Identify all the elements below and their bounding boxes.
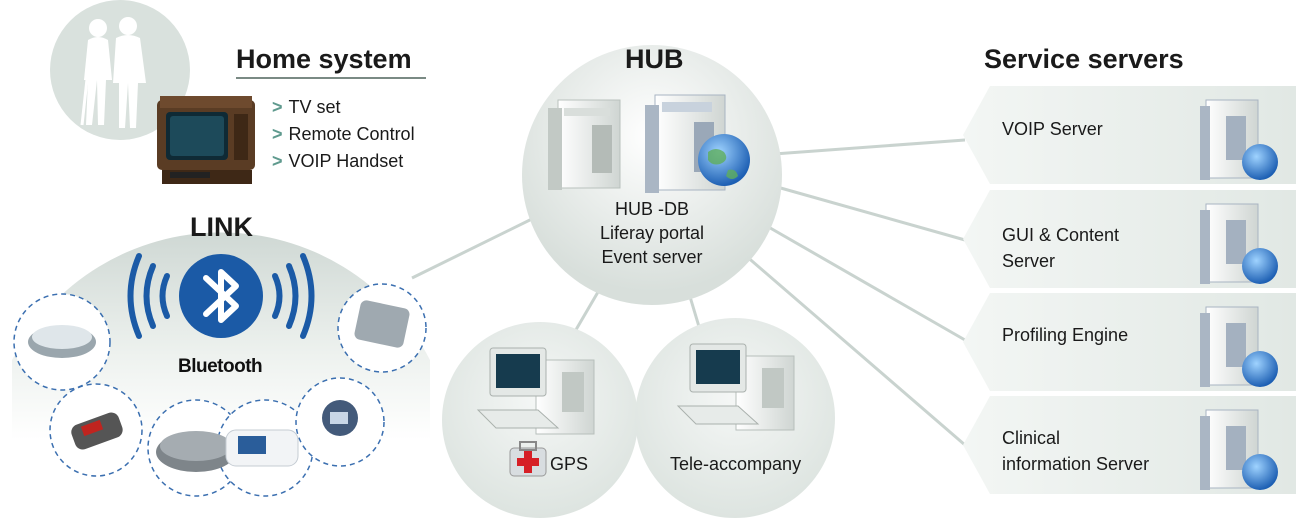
bluetooth-wordmark: Bluetooth — [178, 356, 263, 377]
connector-hub-clinical — [744, 253, 966, 447]
service-servers-title: Service servers — [984, 44, 1184, 74]
medical-kit-icon — [509, 441, 547, 477]
device-icons — [28, 300, 410, 472]
gui-content-server-label: GUI & Content Server — [1002, 225, 1120, 271]
gui-server-icon — [1200, 203, 1278, 284]
connector-lines — [411, 138, 966, 447]
profiling-server-icon — [1200, 306, 1278, 387]
bluetooth-waves-icon — [127, 253, 315, 339]
home-item-remote: >Remote Control — [272, 124, 415, 144]
home-item-voip-handset: >VOIP Handset — [272, 151, 404, 171]
hub-label-portal: Liferay portal — [599, 223, 705, 243]
clinical-information-server-label: Clinical information Server — [1002, 428, 1150, 474]
hub-labels: HUB -DB Liferay portal Event server — [582, 197, 722, 269]
gps-computer-icon — [476, 347, 595, 435]
voip-server-label: VOIP Server — [1002, 119, 1103, 139]
connector-hub-gui — [769, 183, 966, 242]
tele-accompany-label: Tele-accompany — [670, 454, 802, 474]
connector-hub-profiling — [764, 223, 966, 342]
home-system-title: Home system — [236, 44, 412, 74]
tv-set-icon — [157, 96, 255, 184]
bluetooth-icon — [179, 254, 263, 338]
connector-link-hub — [411, 213, 541, 280]
link-title: LINK — [190, 212, 253, 242]
profiling-engine-label: Profiling Engine — [1002, 325, 1129, 345]
tele-computer-icon — [676, 343, 795, 431]
service-server-icons — [1200, 99, 1278, 490]
hub-title: HUB — [625, 44, 684, 74]
hub-label-db: HUB -DB — [614, 199, 689, 219]
connector-hub-voip — [759, 138, 966, 157]
hub-label-event: Event server — [601, 247, 703, 267]
home-item-tv: >TV set — [272, 97, 341, 117]
home-items-list: >TV set >Remote Control >VOIP Handset — [272, 94, 415, 175]
elderly-couple-icon — [80, 17, 146, 128]
voip-server-icon — [1200, 99, 1278, 180]
gps-label: GPS — [550, 454, 589, 474]
clinical-server-icon — [1200, 409, 1278, 490]
